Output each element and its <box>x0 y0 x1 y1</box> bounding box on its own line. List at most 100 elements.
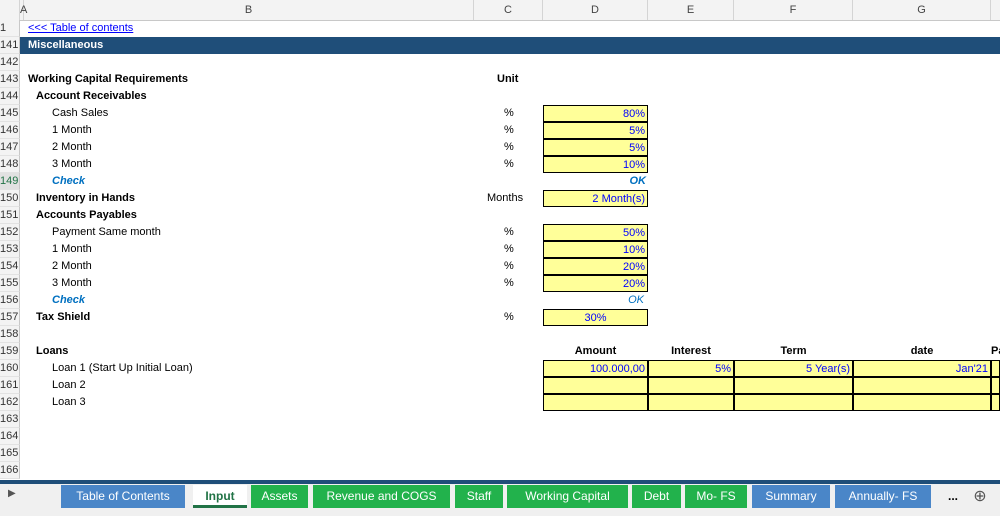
loan-extra-input[interactable] <box>991 377 1000 394</box>
row-header[interactable]: 154 <box>0 258 20 275</box>
working-capital-title: Working Capital Requirements <box>28 73 188 85</box>
column-header-b[interactable]: B <box>24 0 474 20</box>
ap-label: 1 Month <box>52 243 92 255</box>
tab-summary[interactable]: Summary <box>752 485 830 508</box>
tab-assets[interactable]: Assets <box>251 485 308 508</box>
ap-unit: % <box>504 277 514 289</box>
ar-label: Cash Sales <box>52 107 109 119</box>
table-of-contents-link[interactable]: <<< Table of contents <box>28 22 134 34</box>
ar-value-input[interactable]: 80% <box>543 105 648 122</box>
row-header[interactable]: 148 <box>0 156 20 173</box>
ar-unit: % <box>504 141 514 153</box>
column-header-g[interactable]: G <box>853 0 991 20</box>
tab-mo-fs[interactable]: Mo- FS <box>685 485 747 508</box>
row-header[interactable]: 157 <box>0 309 20 326</box>
ar-label: 3 Month <box>52 158 92 170</box>
tab-input[interactable]: Input <box>193 485 247 508</box>
loan-extra-input[interactable] <box>991 394 1000 411</box>
row-header[interactable]: 143 <box>0 71 20 88</box>
tax-shield-input[interactable]: 30% <box>543 309 648 326</box>
row-header[interactable]: 145 <box>0 105 20 122</box>
column-header-a[interactable]: A <box>20 0 27 20</box>
ar-label: 2 Month <box>52 141 92 153</box>
row-header[interactable]: 142 <box>0 54 20 71</box>
row-header[interactable]: 141 <box>0 37 20 54</box>
ar-value-input[interactable]: 5% <box>543 122 648 139</box>
tab-staff[interactable]: Staff <box>455 485 503 508</box>
row-header[interactable]: 159 <box>0 343 20 360</box>
row-header[interactable]: 158 <box>0 326 20 343</box>
loan-interest-input[interactable] <box>648 394 734 411</box>
tab-revenue-and-cogs[interactable]: Revenue and COGS <box>313 485 450 508</box>
loan-term-input[interactable] <box>734 394 853 411</box>
loan-amount-input[interactable] <box>543 394 648 411</box>
loan-term-input[interactable] <box>734 377 853 394</box>
row-header[interactable]: 146 <box>0 122 20 139</box>
account-receivables-title: Account Receivables <box>36 90 147 102</box>
row-header[interactable]: 160 <box>0 360 20 377</box>
row-header[interactable]: 163 <box>0 411 20 428</box>
tab-debt[interactable]: Debt <box>632 485 681 508</box>
loan-term-input[interactable]: 5 Year(s) <box>734 360 853 377</box>
loan-date-input[interactable] <box>853 377 991 394</box>
loans-title: Loans <box>36 345 69 357</box>
ar-value-input[interactable]: 10% <box>543 156 648 173</box>
inventory-label: Inventory in Hands <box>36 192 136 204</box>
row-header[interactable]: 164 <box>0 428 20 445</box>
ap-label: 3 Month <box>52 277 92 289</box>
ar-value-input[interactable]: 5% <box>543 139 648 156</box>
loans-date-header: date <box>910 345 934 357</box>
ap-value-input[interactable]: 20% <box>543 275 648 292</box>
tax-shield-unit: % <box>504 311 514 323</box>
loan-label: Loan 1 (Start Up Initial Loan) <box>52 362 193 374</box>
loan-date-input[interactable] <box>853 394 991 411</box>
loan-interest-input[interactable]: 5% <box>648 360 734 377</box>
loan-extra-input[interactable] <box>991 360 1000 377</box>
column-header-f[interactable]: F <box>734 0 853 20</box>
tax-shield-label: Tax Shield <box>36 311 91 323</box>
row-header[interactable]: 155 <box>0 275 20 292</box>
ar-check-label: Check <box>52 175 86 187</box>
row-header-selected[interactable]: 149 <box>0 173 20 190</box>
ap-value-input[interactable]: 20% <box>543 258 648 275</box>
ap-label: 2 Month <box>52 260 92 272</box>
ap-value-input[interactable]: 50% <box>543 224 648 241</box>
tab-working-capital[interactable]: Working Capital <box>507 485 628 508</box>
column-header-d[interactable]: D <box>543 0 648 20</box>
row-header[interactable]: 151 <box>0 207 20 224</box>
inventory-value-input[interactable]: 2 Month(s) <box>543 190 648 207</box>
row-header[interactable]: 1 <box>0 20 20 37</box>
row-header[interactable]: 162 <box>0 394 20 411</box>
loan-amount-input[interactable]: 100.000,00 <box>543 360 648 377</box>
row-header[interactable]: 150 <box>0 190 20 207</box>
row-header[interactable]: 153 <box>0 241 20 258</box>
column-header-c[interactable]: C <box>474 0 543 20</box>
row-header[interactable]: 152 <box>0 224 20 241</box>
section-title-band: Miscellaneous <box>20 37 1000 54</box>
row-header[interactable]: 156 <box>0 292 20 309</box>
tab-more-button[interactable]: ... <box>947 489 958 503</box>
ap-value-input[interactable]: 10% <box>543 241 648 258</box>
select-all-corner[interactable] <box>0 0 20 20</box>
ap-check-value: OK <box>628 294 644 306</box>
row-header[interactable]: 144 <box>0 88 20 105</box>
loan-date-input[interactable]: Jan'21 <box>853 360 991 377</box>
add-sheet-icon[interactable]: ⊕ <box>973 488 987 505</box>
ar-label: 1 Month <box>52 124 92 136</box>
loans-extra-header: Pa <box>991 345 1000 357</box>
tab-annually-fs[interactable]: Annually- FS <box>835 485 931 508</box>
loan-label: Loan 2 <box>52 379 86 391</box>
ar-unit: % <box>504 107 514 119</box>
loan-interest-input[interactable] <box>648 377 734 394</box>
row-header[interactable]: 161 <box>0 377 20 394</box>
ar-check-value: OK <box>629 175 647 187</box>
tab-scroll-right-icon[interactable]: ▶ <box>8 488 16 499</box>
column-header-e[interactable]: E <box>648 0 734 20</box>
row-header[interactable]: 166 <box>0 462 20 479</box>
row-header[interactable]: 165 <box>0 445 20 462</box>
accounts-payables-title: Accounts Payables <box>36 209 137 221</box>
ar-unit: % <box>504 158 514 170</box>
loan-amount-input[interactable] <box>543 377 648 394</box>
tab-table-of-contents[interactable]: Table of Contents <box>61 485 185 508</box>
row-header[interactable]: 147 <box>0 139 20 156</box>
